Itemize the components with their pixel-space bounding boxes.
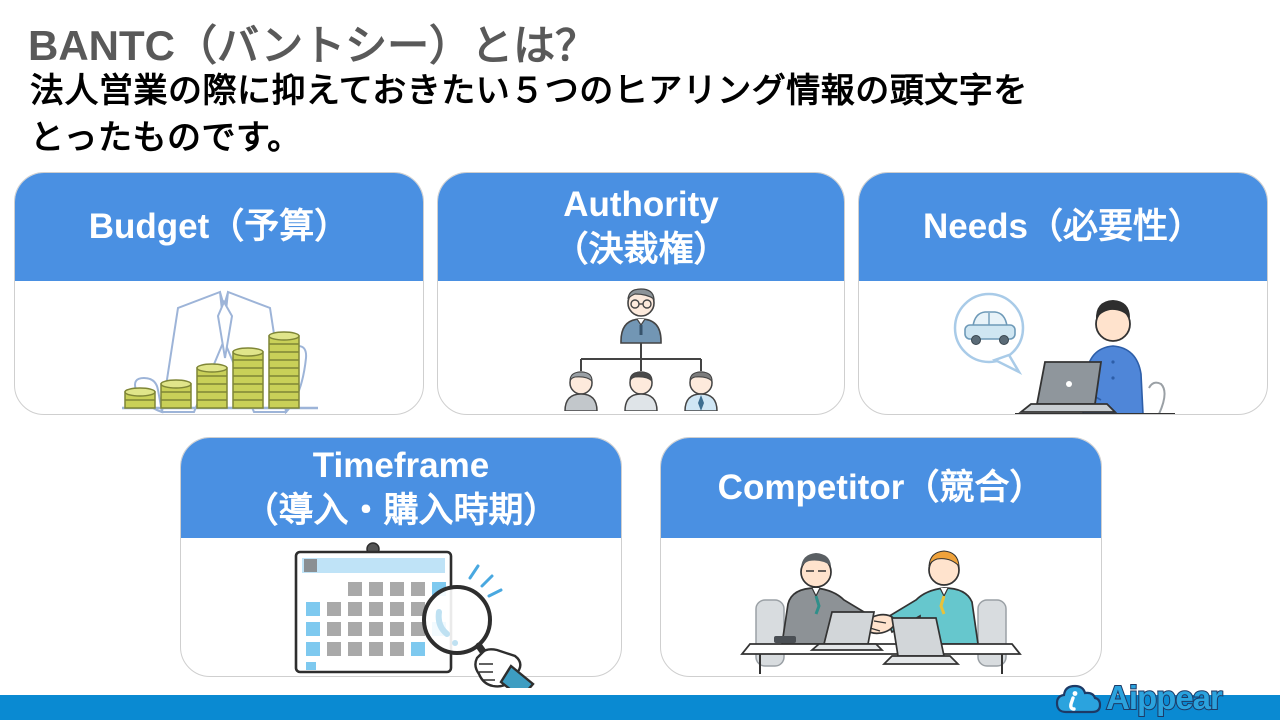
card-budget-body [15, 281, 423, 414]
org-chart-illustration [564, 287, 718, 411]
coin-stack-5 [268, 331, 300, 409]
card-needs-body [859, 281, 1267, 414]
holding-hand [474, 648, 535, 688]
staff-figure-3 [684, 370, 718, 411]
card-needs-title: Needs（必要性） [922, 207, 1204, 247]
staff-figure-2 [624, 370, 658, 411]
boss-figure [620, 287, 662, 344]
businessman-left [781, 553, 876, 645]
card-timeframe-header: Timeframe （導入・購入時期） [181, 438, 621, 538]
card-timeframe: Timeframe （導入・購入時期） [180, 437, 622, 688]
card-authority-header: Authority （決裁権） [438, 173, 844, 281]
card-authority-title-line-2: （決裁権） [553, 230, 729, 269]
card-competitor-title: Competitor（競合） [717, 468, 1045, 508]
aippear-logo-wordmark: Aippear [1105, 678, 1225, 717]
coin-stacks [124, 331, 300, 409]
laptops [774, 611, 961, 665]
coin-stack-2 [160, 379, 192, 409]
businessman-right [884, 550, 979, 645]
coin-stack-3 [196, 363, 228, 409]
card-competitor-body [661, 538, 1101, 676]
card-authority: Authority （決裁権） [437, 172, 845, 415]
subtitle-line-1: 法人営業の際に抑えておきたい５つのヒアリング情報の頭文字を [30, 72, 1028, 110]
card-budget: Budget（予算） [14, 172, 424, 415]
aippear-logo: Aippear [1054, 678, 1272, 718]
card-timeframe-body [181, 538, 621, 688]
card-timeframe-title-line-1: Timeframe [312, 445, 490, 485]
card-budget-header: Budget（予算） [15, 173, 423, 281]
card-budget-title: Budget（予算） [88, 207, 350, 247]
coin-stack-1 [124, 387, 156, 409]
subtitle: 法人営業の際に抑えておきたい５つのヒアリング情報の頭文字をとったものです。 [30, 68, 1028, 162]
budget-coins-illustration [122, 290, 318, 414]
page-title: BANTC（バントシー）とは？ [28, 22, 598, 69]
car-thought-bubble [953, 292, 1025, 376]
coin-stack-4 [232, 347, 264, 409]
competitor-illustration [740, 550, 1022, 674]
org-chart-lines [580, 342, 702, 371]
card-authority-title-line-1: Authority [563, 184, 719, 224]
timeframe-illustration [294, 542, 535, 688]
sparkle-lines [468, 564, 503, 598]
subtitle-line-2: とったものです。 [30, 118, 302, 157]
calendar-days-blue [306, 582, 446, 670]
calendar [294, 542, 453, 674]
card-competitor: Competitor（競合） [660, 437, 1102, 677]
staff-figure-1 [564, 370, 598, 411]
card-needs-header: Needs（必要性） [859, 173, 1267, 281]
card-needs: Needs（必要性） [858, 172, 1268, 415]
card-competitor-header: Competitor（競合） [661, 438, 1101, 538]
phone [774, 636, 796, 643]
needs-illustration [953, 292, 1175, 414]
aippear-cloud-icon [1055, 684, 1102, 714]
calendar-days-gray [327, 582, 425, 656]
card-authority-body [438, 281, 844, 414]
aippear-logo-text: Aippear [1106, 679, 1223, 716]
laptop [1018, 361, 1118, 413]
card-timeframe-title-line-2: （導入・購入時期） [243, 491, 559, 530]
